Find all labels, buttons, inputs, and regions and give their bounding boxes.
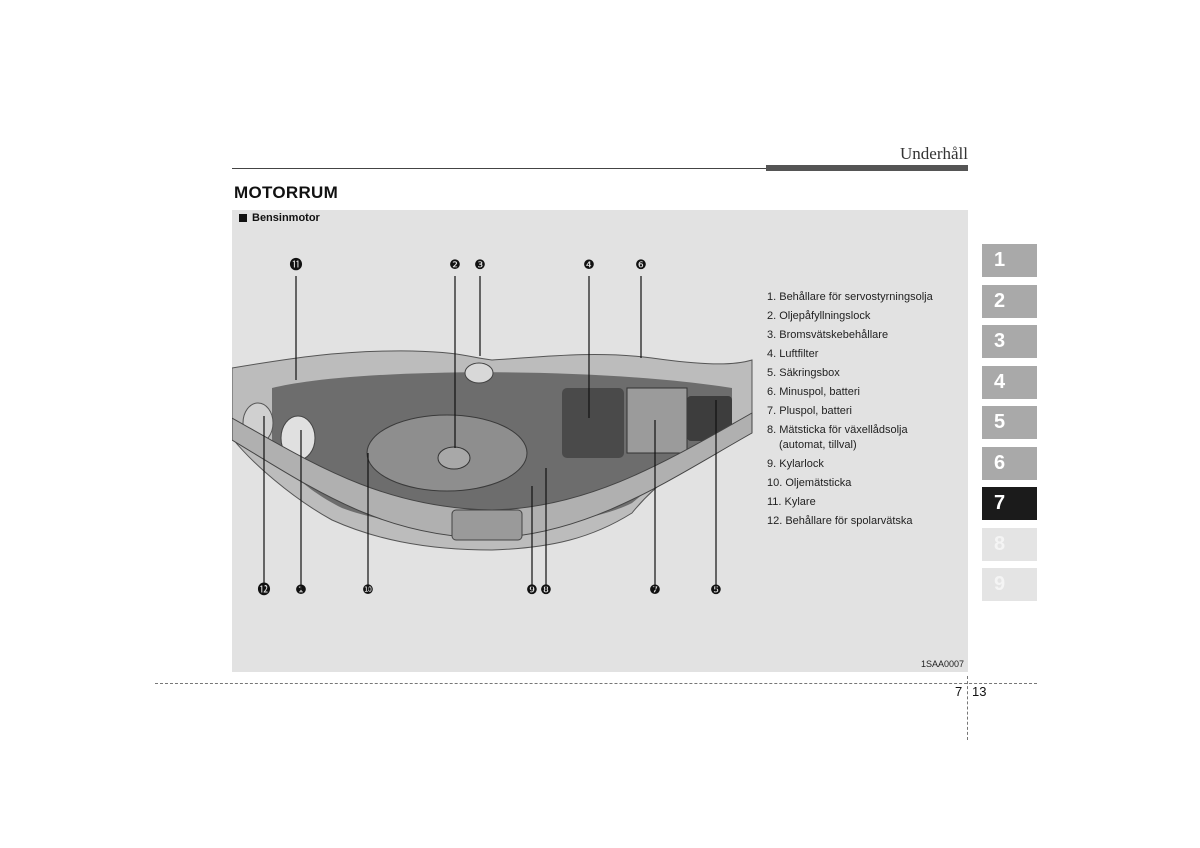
chapter-tab-3[interactable]: 3 <box>982 325 1037 358</box>
chapter-tab-7[interactable]: 7 <box>982 487 1037 520</box>
callout-5: ❺ <box>710 583 722 598</box>
legend-item: 6. Minuspol, batteri <box>767 386 860 398</box>
legend-item: 7. Pluspol, batteri <box>767 405 852 417</box>
engine-bay-photo: ⓫ ❷ ❸ ❹ ❻ ⓬ ❶ ❿ ❾ ❽ ❼ ❺ <box>232 258 753 598</box>
callout-10: ❿ <box>362 583 374 598</box>
callout-1: ❶ <box>295 583 307 598</box>
chapter-tabs: 1 2 3 4 5 6 7 8 9 <box>982 244 1037 609</box>
fuse-box <box>687 396 732 441</box>
callout-leaders <box>263 276 717 590</box>
header-rule <box>232 168 767 169</box>
radiator-cap-plate <box>451 509 523 541</box>
chapter-tab-2[interactable]: 2 <box>982 284 1037 318</box>
callout-11: ⓫ <box>289 258 302 273</box>
section-title: MOTORRUM <box>234 183 339 202</box>
callout-4: ❹ <box>583 258 595 273</box>
legend-item: 1. Behållare för servostyrningsolja <box>767 291 933 303</box>
chapter-tab-9[interactable]: 9 <box>982 568 1037 601</box>
callout-12: ⓬ <box>257 583 270 598</box>
figure-subtitle: Bensinmotor <box>239 212 320 224</box>
legend-item: 4. Luftfilter <box>767 348 819 360</box>
footer-divider <box>967 676 968 740</box>
front-crossmember <box>232 412 753 539</box>
legend-item: 9. Kylarlock <box>767 458 824 470</box>
chapter-tab-4[interactable]: 4 <box>982 365 1037 399</box>
chapter-tab-1[interactable]: 1 <box>982 244 1037 277</box>
callout-6: ❻ <box>635 258 647 273</box>
callout-7: ❼ <box>649 583 661 598</box>
legend-item: 3. Bromsvätskebehållare <box>767 329 889 341</box>
running-header: Underhåll <box>900 144 968 163</box>
legend-item: 12. Behållare för spolarvätska <box>767 515 913 527</box>
battery <box>626 387 688 454</box>
callout-2: ❷ <box>449 258 461 273</box>
chapter-tab-8[interactable]: 8 <box>982 527 1037 561</box>
callout-3: ❸ <box>474 258 486 273</box>
figure-code: 1SAA0007 <box>921 659 965 669</box>
legend-item-continuation: (automat, tillval) <box>779 439 857 451</box>
component-legend: 1. Behållare för servostyrningsolja 2. O… <box>767 288 933 531</box>
chapter-tab-6[interactable]: 6 <box>982 446 1037 480</box>
header-rule-accent <box>766 165 968 171</box>
page-number: 13 <box>972 684 987 699</box>
page-chapter: 7 <box>955 684 963 699</box>
brake-fluid-reservoir <box>464 362 494 384</box>
footer-rule <box>155 683 1037 684</box>
callout-8: ❽ <box>540 583 552 598</box>
oil-filler-cap <box>437 446 471 470</box>
chapter-tab-5[interactable]: 5 <box>982 406 1037 439</box>
legend-item: 11. Kylare <box>767 496 816 508</box>
legend-item: 8. Mätsticka för växellådsolja <box>767 424 908 436</box>
square-bullet-icon <box>239 214 247 222</box>
figure-subtitle-text: Bensinmotor <box>252 212 320 224</box>
legend-item: 5. Säkringsbox <box>767 367 840 379</box>
legend-item: 10. Oljemätsticka <box>767 477 852 489</box>
callout-9: ❾ <box>526 583 538 598</box>
legend-item: 2. Oljepåfyllningslock <box>767 310 871 322</box>
air-filter-box <box>562 388 624 458</box>
